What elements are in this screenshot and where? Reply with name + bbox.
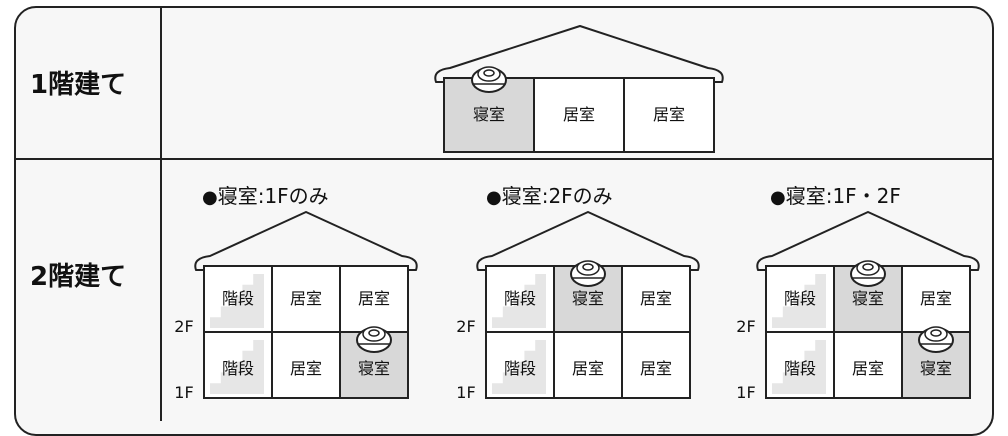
case-title-1: ●寝室:1Fのみ	[202, 180, 329, 209]
room-label: 寝室	[473, 105, 505, 124]
room-label: 階段	[504, 289, 536, 308]
room-label: 階段	[504, 359, 536, 378]
column-divider	[160, 6, 162, 421]
roof-one-story	[434, 25, 724, 83]
case-title-text: 寝室:1Fのみ	[217, 184, 329, 208]
room-label: 居室	[852, 359, 884, 378]
smoke-detector-icon	[471, 66, 507, 93]
detector-sensor	[862, 263, 874, 271]
stairs-icon	[772, 340, 826, 394]
room-label: 階段	[784, 289, 816, 308]
room-label: 寝室	[920, 359, 952, 378]
room-one-story-2	[623, 77, 715, 153]
smoke-detector-icon	[918, 326, 954, 353]
case-title-2: ●寝室:2Fのみ	[486, 180, 613, 209]
room-cell	[621, 331, 691, 399]
room-label: 居室	[358, 289, 390, 308]
stairs-icon	[210, 274, 264, 328]
detector-sensor	[582, 263, 594, 271]
room-label: 居室	[653, 105, 685, 124]
case-title-text: 寝室:1F・2F	[785, 184, 901, 208]
detector-sensor	[930, 329, 942, 337]
roof-case-2	[476, 211, 700, 271]
floor-label-upper: 2F	[174, 317, 193, 336]
room-label: 居室	[572, 359, 604, 378]
room-cell	[833, 331, 903, 399]
room-label: 階段	[222, 359, 254, 378]
room-label: 寝室	[852, 289, 884, 308]
floor-label-upper: 2F	[736, 317, 755, 336]
stairs-icon	[210, 340, 264, 394]
room-label: 階段	[222, 289, 254, 308]
stairs-icon	[772, 274, 826, 328]
bullet-icon: ●	[770, 187, 786, 208]
room-label: 居室	[640, 359, 672, 378]
floor-label-lower: 1F	[456, 383, 475, 402]
roof-case-3	[756, 211, 980, 271]
floor-label-upper: 2F	[456, 317, 475, 336]
room-label: 居室	[563, 105, 595, 124]
room-label: 居室	[290, 289, 322, 308]
house-diagram: 寝室居室居室階段居室居室階段居室寝室2F1F階段寝室居室階段居室居室2F1F階段…	[174, 25, 980, 402]
smoke-detector-icon	[570, 260, 606, 287]
room-label: 寝室	[572, 289, 604, 308]
case-title-3: ●寝室:1F・2F	[770, 180, 901, 209]
room-label: 居室	[290, 359, 322, 378]
room-cell	[271, 331, 341, 399]
room-label: 居室	[920, 289, 952, 308]
room-label: 階段	[784, 359, 816, 378]
bullet-icon: ●	[202, 187, 218, 208]
smoke-detector-icon	[356, 326, 392, 353]
room-one-story-1	[533, 77, 625, 153]
row-label-two-story: 2階建て	[30, 262, 127, 292]
room-label: 寝室	[358, 359, 390, 378]
floor-label-lower: 1F	[174, 383, 193, 402]
bullet-icon: ●	[486, 187, 502, 208]
row-label-one-story: 1階建て	[30, 70, 127, 100]
detector-sensor	[368, 329, 380, 337]
stairs-icon	[492, 274, 546, 328]
smoke-detector-icon	[850, 260, 886, 287]
case-title-text: 寝室:2Fのみ	[501, 184, 613, 208]
floor-label-lower: 1F	[736, 383, 755, 402]
detector-sensor	[483, 69, 495, 77]
roof-case-1	[194, 211, 418, 271]
stairs-icon	[492, 340, 546, 394]
row-divider	[14, 158, 994, 160]
room-label: 居室	[640, 289, 672, 308]
